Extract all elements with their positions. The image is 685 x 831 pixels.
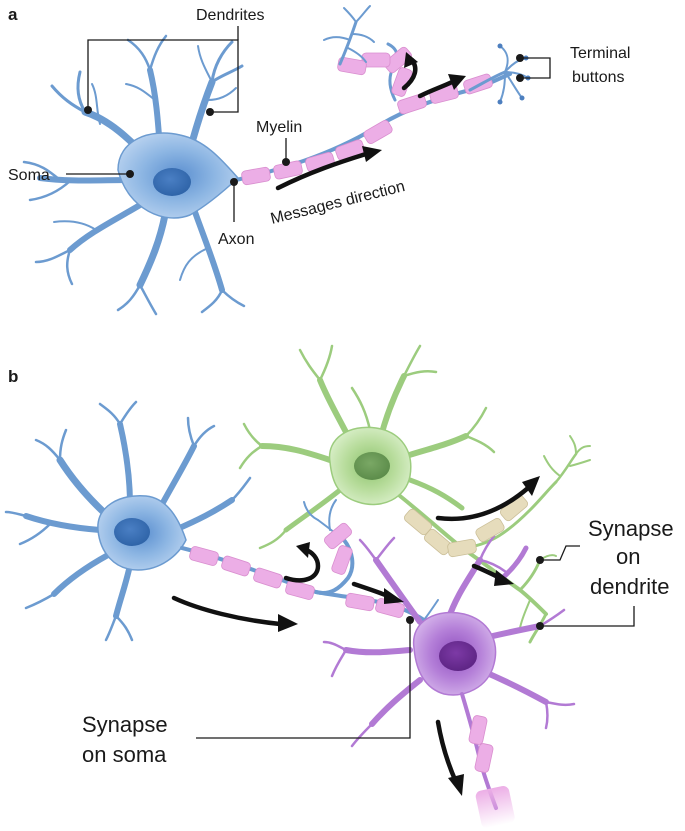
myelin-segment bbox=[331, 545, 353, 575]
label-synapse-dendrite-line3: dendrite bbox=[590, 574, 670, 599]
myelin-segment bbox=[447, 538, 477, 558]
myelin-segment bbox=[363, 120, 393, 144]
myelin-segment bbox=[397, 93, 427, 115]
fading-myelin bbox=[475, 785, 515, 828]
neuron-a-dendrites bbox=[22, 34, 246, 316]
myelin-segment bbox=[241, 166, 271, 186]
myelin-segment bbox=[384, 46, 412, 74]
label-synapse-dendrite-line2: on bbox=[616, 544, 640, 569]
myelin-segment bbox=[324, 522, 352, 550]
label-soma: Soma bbox=[8, 167, 50, 184]
myelin-sheaths-a bbox=[241, 46, 493, 186]
panel-b-letter: b bbox=[8, 367, 18, 386]
myelin-segment bbox=[361, 52, 391, 68]
myelin-segment bbox=[475, 518, 505, 542]
neuron-a-nucleus bbox=[153, 168, 191, 196]
myelin-segment bbox=[253, 567, 283, 589]
leaders-b bbox=[196, 545, 635, 739]
label-dendrites: Dendrites bbox=[196, 7, 264, 24]
myelin-segment bbox=[345, 592, 375, 612]
panel-b: b bbox=[4, 344, 674, 828]
label-axon: Axon bbox=[218, 231, 254, 248]
message-arrows-b bbox=[171, 476, 540, 796]
label-terminal-line2: buttons bbox=[572, 69, 624, 86]
upper-terminal-branches bbox=[323, 5, 375, 66]
label-terminal-line1: Terminal bbox=[570, 45, 630, 62]
myelin-segment bbox=[189, 546, 219, 566]
myelin-segment bbox=[474, 743, 494, 773]
panel-a-letter: a bbox=[8, 5, 18, 24]
terminal-buttons-a bbox=[468, 43, 531, 105]
label-messages-direction: Messages direction bbox=[269, 178, 407, 228]
label-synapse-dendrite-line1: Synapse bbox=[588, 516, 674, 541]
green-neuron bbox=[238, 344, 591, 644]
myelin-segment bbox=[285, 580, 315, 600]
label-synapse-soma-line2: on soma bbox=[82, 742, 167, 767]
myelin-segment bbox=[221, 555, 251, 577]
label-myelin: Myelin bbox=[256, 119, 302, 136]
myelin-segment bbox=[468, 715, 488, 745]
myelin-segment bbox=[337, 56, 367, 76]
leaders-a bbox=[66, 26, 551, 222]
myelin-sheaths-b bbox=[189, 494, 528, 773]
label-synapse-soma-line1: Synapse bbox=[82, 712, 168, 737]
panel-a: a bbox=[8, 5, 630, 316]
message-arrows-a bbox=[275, 52, 466, 191]
